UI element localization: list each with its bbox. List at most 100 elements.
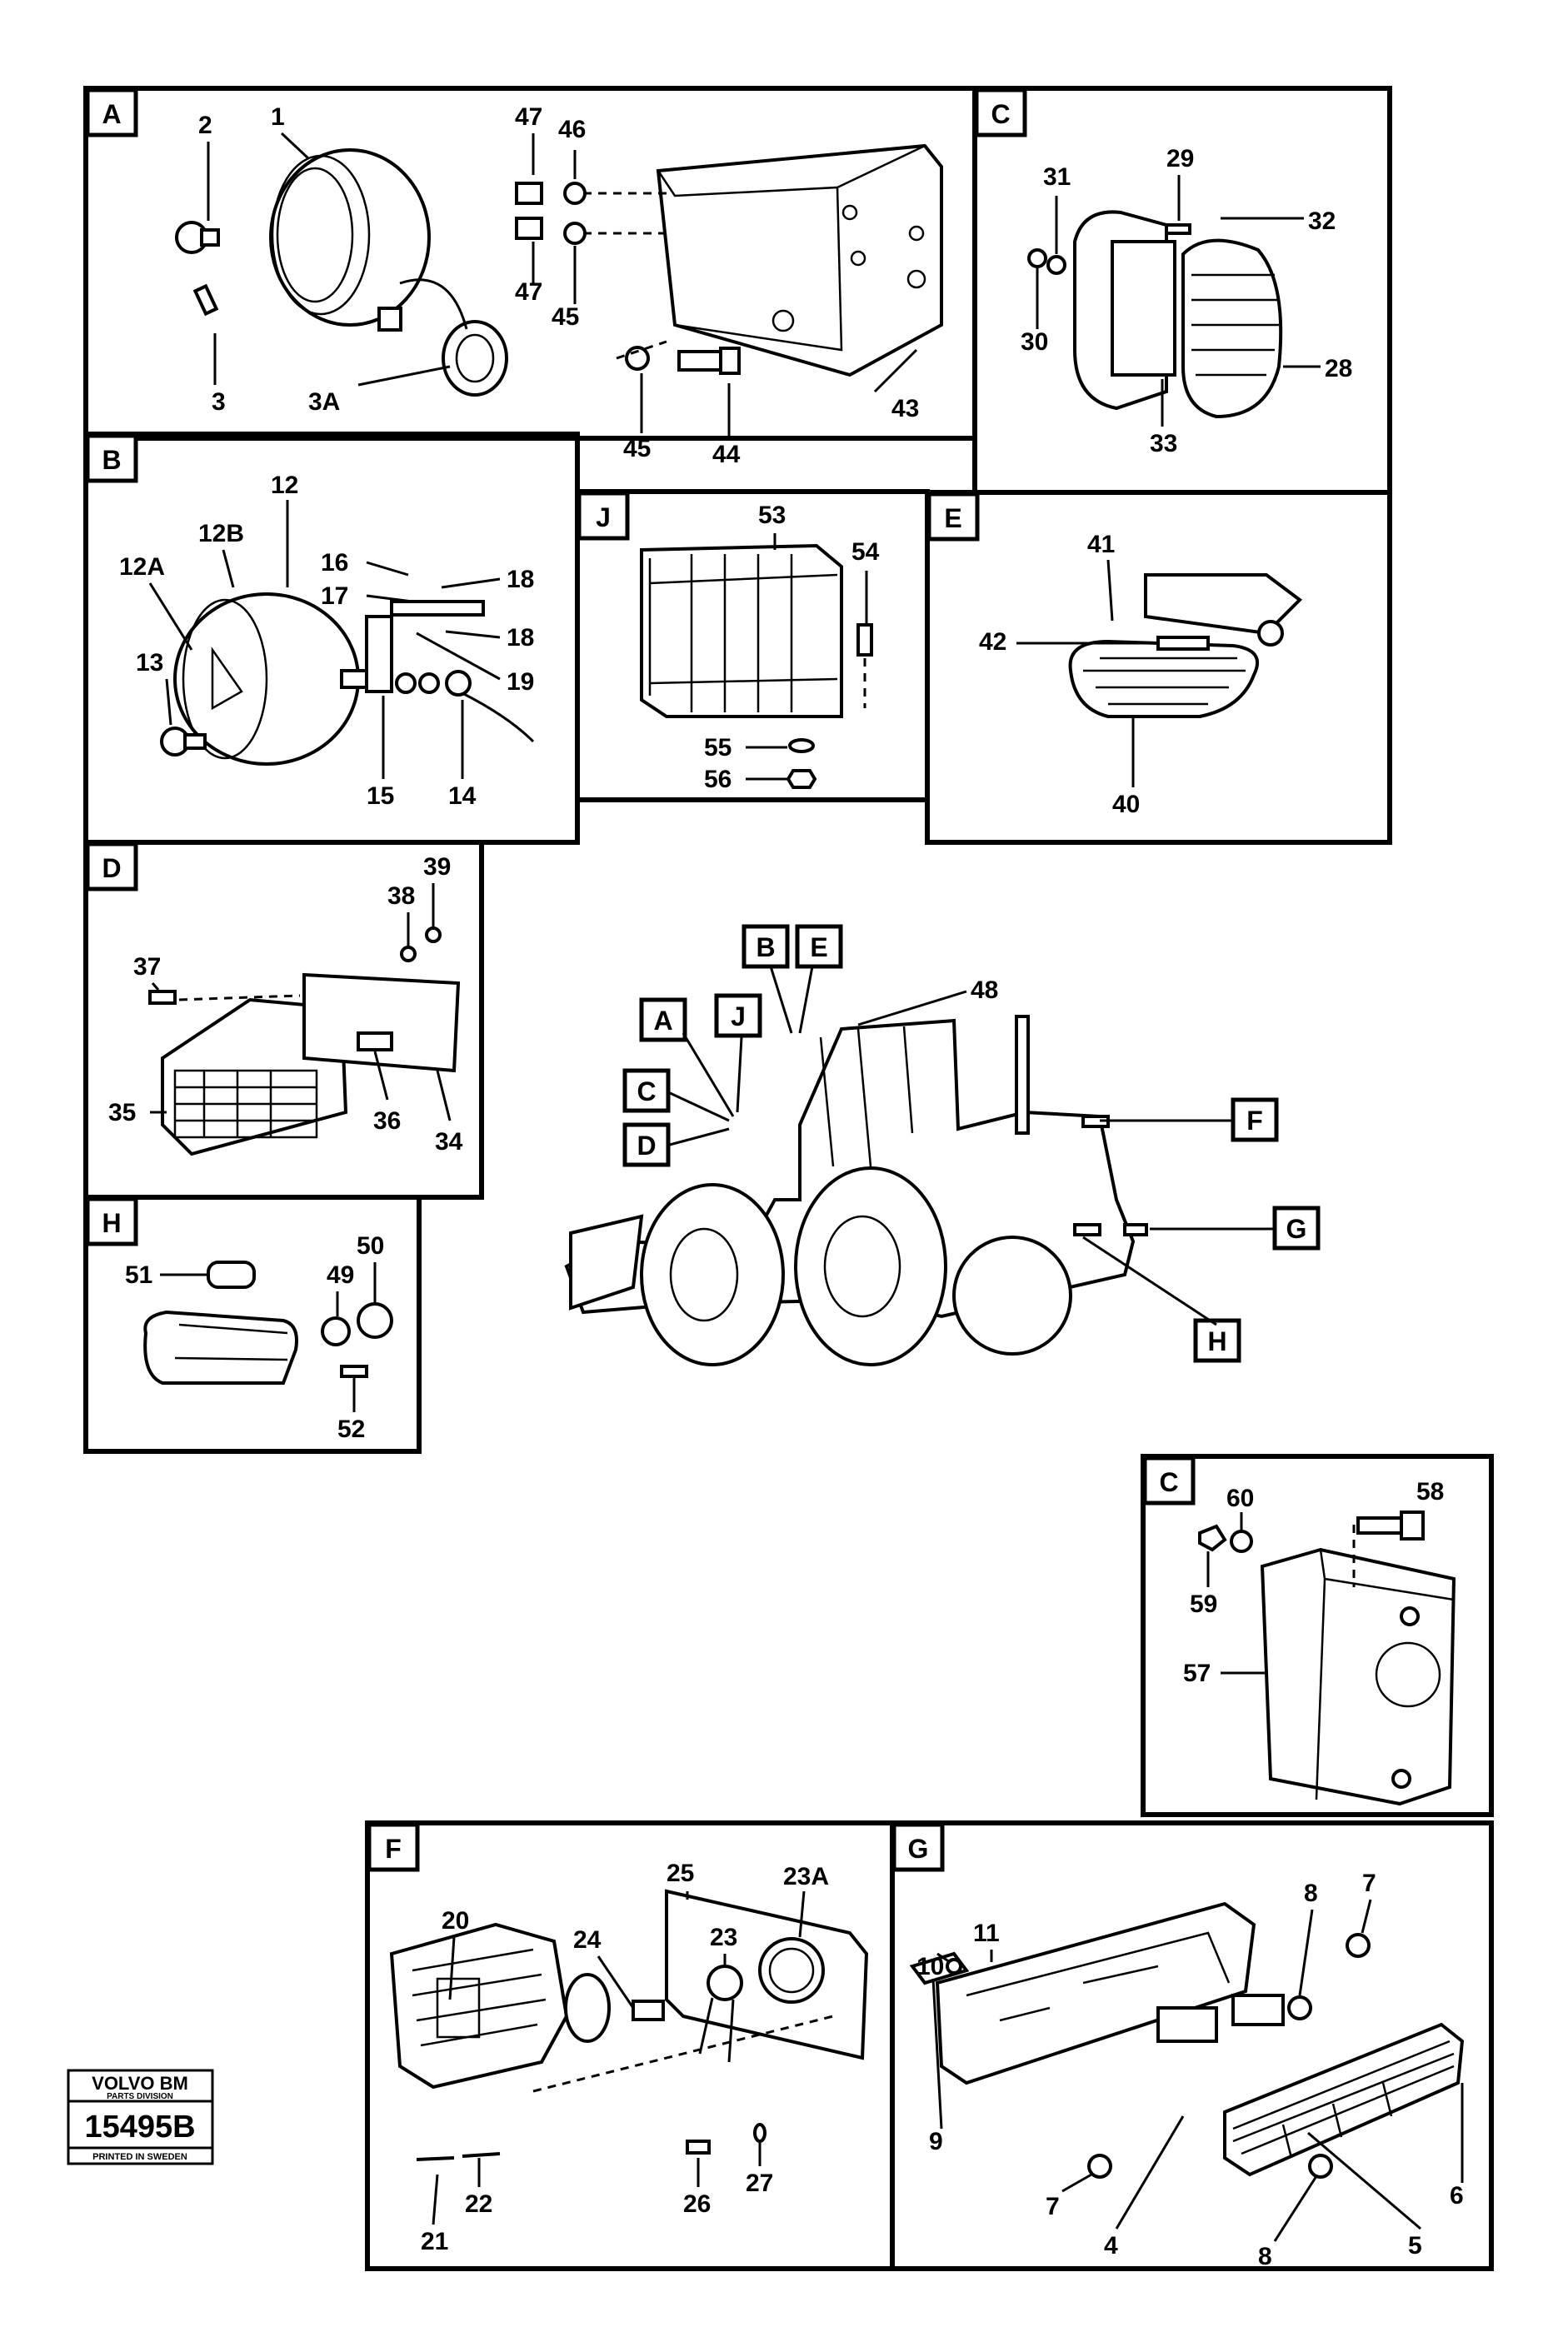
label-51: 51 [125, 1261, 152, 1289]
label-31: 31 [1043, 163, 1071, 191]
svg-text:H: H [1207, 1326, 1226, 1356]
label-16: 16 [321, 549, 348, 577]
label-20: 20 [442, 1907, 469, 1935]
label-4: 4 [1104, 2232, 1118, 2260]
label-3: 3 [212, 388, 226, 416]
label-48: 48 [971, 976, 998, 1004]
panel-c-top: C 28 29 30 31 32 33 [972, 86, 1392, 495]
label-45b: 45 [623, 435, 651, 462]
panel-b: B 12 12B 12A 13 14 15 16 17 18 18 19 [83, 432, 580, 845]
side-marker-drawing [1068, 573, 1303, 718]
label-24: 24 [573, 1926, 602, 1954]
panel-d: D 37 35 36 34 38 39 [83, 840, 484, 1200]
label-7a: 7 [1046, 2193, 1060, 2220]
label-12a: 12A [119, 553, 165, 581]
label-32: 32 [1308, 207, 1336, 235]
label-26: 26 [683, 2190, 711, 2218]
label-56: 56 [704, 766, 732, 793]
callout-d: D [622, 1122, 671, 1167]
label-3a: 3A [308, 388, 340, 416]
label-36: 36 [373, 1107, 401, 1135]
label-8b: 8 [1258, 2243, 1272, 2270]
label-9: 9 [929, 2128, 943, 2155]
panel-f: F 20 21 22 23 23A 24 25 26 27 [365, 1820, 895, 2271]
label-30: 30 [1021, 328, 1048, 356]
label-57: 57 [1183, 1660, 1211, 1687]
label-41: 41 [1087, 531, 1115, 558]
panel-d-tag: D [102, 853, 121, 883]
work-lamp-drawing [1027, 210, 1283, 419]
callout-h: H [1193, 1318, 1241, 1363]
label-54: 54 [851, 538, 880, 566]
label-22: 22 [465, 2190, 492, 2218]
stamp-printed: PRINTED IN SWEDEN [92, 2152, 187, 2162]
label-37: 37 [133, 953, 161, 981]
label-55: 55 [704, 734, 732, 762]
label-14: 14 [448, 782, 477, 810]
svg-text:A: A [653, 1006, 672, 1036]
label-27: 27 [746, 2170, 773, 2197]
svg-text:F: F [1246, 1106, 1263, 1136]
callout-b: B [742, 924, 790, 969]
panel-h-tag: H [102, 1208, 121, 1238]
label-43: 43 [891, 395, 919, 422]
callout-a: A [639, 997, 687, 1042]
label-44: 44 [712, 441, 741, 468]
svg-text:J: J [731, 1001, 746, 1031]
spot-lamp-drawing [160, 592, 535, 766]
label-23a: 23A [783, 1863, 829, 1890]
panel-f-labels: 20 21 22 23 23A 24 25 26 27 [416, 1860, 829, 2255]
label-49: 49 [327, 1261, 354, 1289]
label-29: 29 [1166, 145, 1194, 172]
callout-j: J [714, 993, 762, 1038]
label-47b: 47 [515, 278, 542, 306]
label-50: 50 [357, 1232, 384, 1260]
svg-text:G: G [1286, 1214, 1307, 1244]
label-1: 1 [271, 103, 285, 131]
label-8a: 8 [1304, 1880, 1318, 1907]
label-28: 28 [1325, 355, 1352, 382]
panel-b-labels: 12 12B 12A 13 14 15 16 17 18 18 19 [119, 472, 534, 810]
overview-callouts: A J C D B E F G H 48 [622, 924, 1321, 1363]
label-21: 21 [421, 2228, 448, 2255]
label-33: 33 [1150, 430, 1177, 457]
panel-g-tag: G [908, 1834, 929, 1864]
panel-j-tag: J [596, 502, 611, 532]
label-2: 2 [198, 112, 212, 139]
panel-b-tag: B [102, 445, 121, 475]
tail-lamp-drawing [909, 1901, 1465, 2179]
marker-lamp-drawing [148, 926, 461, 1156]
label-18a: 18 [507, 566, 534, 593]
stamp-brand: VOLVO BM [92, 2073, 188, 2094]
label-12: 12 [271, 472, 298, 499]
rear-lamp-drawing [1198, 1511, 1456, 1806]
label-35: 35 [108, 1099, 136, 1126]
label-38: 38 [387, 882, 415, 910]
panel-g: G 4 5 6 7 7 8 8 9 10 11 [890, 1820, 1494, 2271]
panel-c-lower-labels: 58 60 59 57 [1183, 1478, 1444, 1687]
label-5: 5 [1408, 2232, 1422, 2260]
guard-drawing [640, 543, 873, 789]
label-25: 25 [667, 1860, 694, 1887]
label-47a: 47 [515, 103, 542, 131]
panel-a: A [83, 86, 977, 468]
svg-text:D: D [637, 1131, 656, 1161]
label-34: 34 [435, 1128, 463, 1156]
plate-lamp-drawing [143, 1261, 393, 1385]
label-59: 59 [1190, 1590, 1217, 1618]
panel-j: J 53 54 55 56 [575, 489, 930, 802]
panel-h: H 51 49 50 52 [83, 1195, 422, 1454]
label-58: 58 [1416, 1478, 1444, 1506]
label-18b: 18 [507, 624, 534, 652]
label-11: 11 [973, 1920, 1000, 1947]
label-7b: 7 [1362, 1870, 1376, 1897]
panel-a-labels: 1 2 3 3A 43 44 45 45 46 47 47 [198, 103, 919, 468]
lamp-housing-drawing [515, 143, 943, 377]
label-53: 53 [758, 502, 786, 529]
panel-a-tag: A [102, 99, 121, 129]
machine-overview [564, 1015, 1148, 1366]
label-6: 6 [1450, 2182, 1464, 2210]
panel-e-tag: E [944, 503, 961, 533]
label-52: 52 [337, 1416, 365, 1443]
